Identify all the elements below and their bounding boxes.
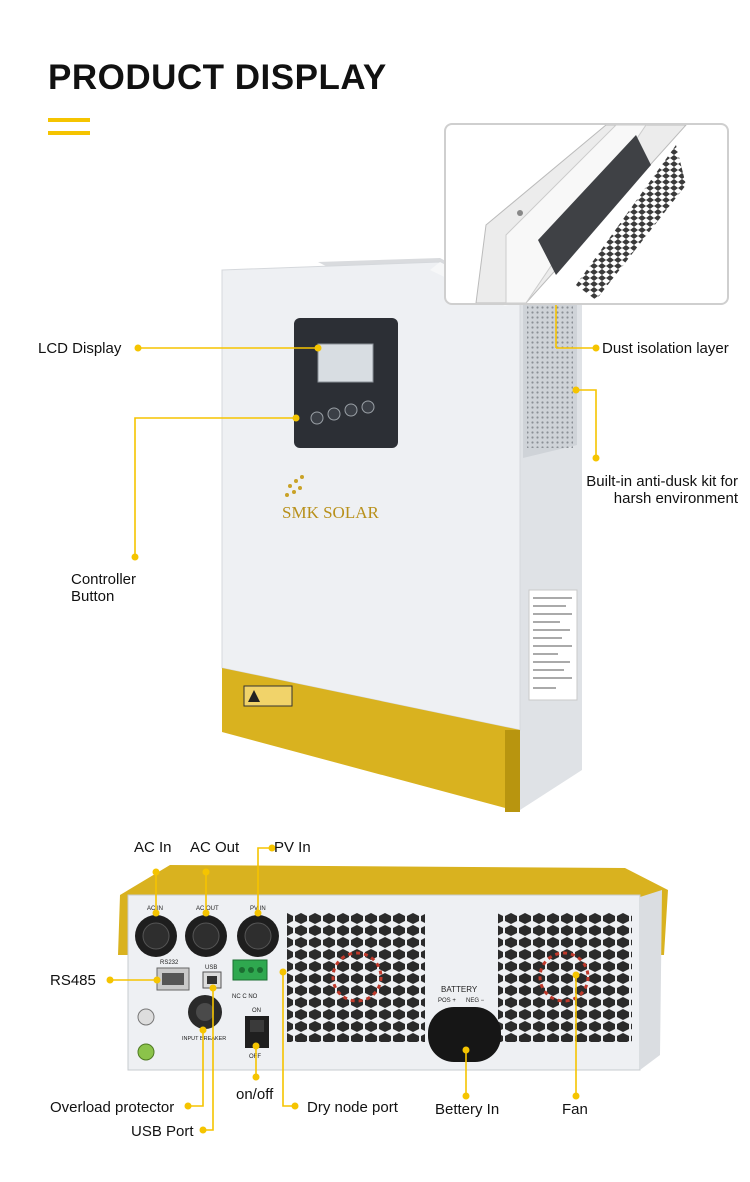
callout-dust-isolation: Dust isolation layer <box>602 340 729 357</box>
callout-battery-in: Bettery In <box>435 1101 500 1118</box>
callout-ac-in: AC In <box>134 839 172 856</box>
title-underline <box>48 131 90 135</box>
ac-in-connector <box>135 915 177 957</box>
ac-out-connector <box>185 915 227 957</box>
svg-text:BATTERY: BATTERY <box>441 985 478 994</box>
callout-pv-in: PV In <box>274 839 311 856</box>
svg-text:NC C NO: NC C NO <box>232 994 258 1000</box>
brand-text: SMK SOLAR <box>282 503 379 522</box>
pv-in-connector <box>237 915 279 957</box>
svg-text:OFF: OFF <box>249 1054 261 1060</box>
svg-text:NEG −: NEG − <box>466 998 485 1004</box>
fan-grille-right <box>498 912 632 1042</box>
callout-ac-out: AC Out <box>190 839 240 856</box>
dust-layer-inset <box>444 123 729 305</box>
svg-text:INPUT BREAKER: INPUT BREAKER <box>182 1036 226 1042</box>
callout-rs485: RS485 <box>50 972 96 989</box>
callout-usb-port: USB Port <box>131 1123 194 1140</box>
svg-text:USB: USB <box>205 965 217 971</box>
controller-buttons <box>310 400 375 425</box>
grille-dots <box>527 306 573 448</box>
svg-text:AC OUT: AC OUT <box>196 906 219 912</box>
svg-text:POS +: POS + <box>438 998 456 1004</box>
fan-grille-left <box>287 912 425 1042</box>
battery-terminal <box>428 1007 501 1062</box>
callout-lcd-display: LCD Display <box>38 340 122 357</box>
callout-overload-protector: Overload protector <box>50 1099 175 1116</box>
callout-fan: Fan <box>562 1101 588 1118</box>
svg-text:ON: ON <box>252 1008 261 1014</box>
svg-text:AC IN: AC IN <box>147 906 163 912</box>
callout-anti-dusk-kit: Built-in anti-dusk kit for harsh environ… <box>586 473 738 507</box>
callout-on-off: on/off <box>236 1086 274 1103</box>
callout-controller-button: Controller Button <box>71 571 137 605</box>
brand-logo <box>285 475 304 497</box>
svg-text:RS232: RS232 <box>160 960 179 966</box>
title-underline <box>48 118 90 122</box>
lcd-screen <box>317 343 374 383</box>
spec-label <box>528 589 578 701</box>
gold-base <box>222 668 520 812</box>
callout-dry-node-port: Dry node port <box>307 1099 398 1116</box>
page-title: PRODUCT DISPLAY <box>48 58 387 97</box>
